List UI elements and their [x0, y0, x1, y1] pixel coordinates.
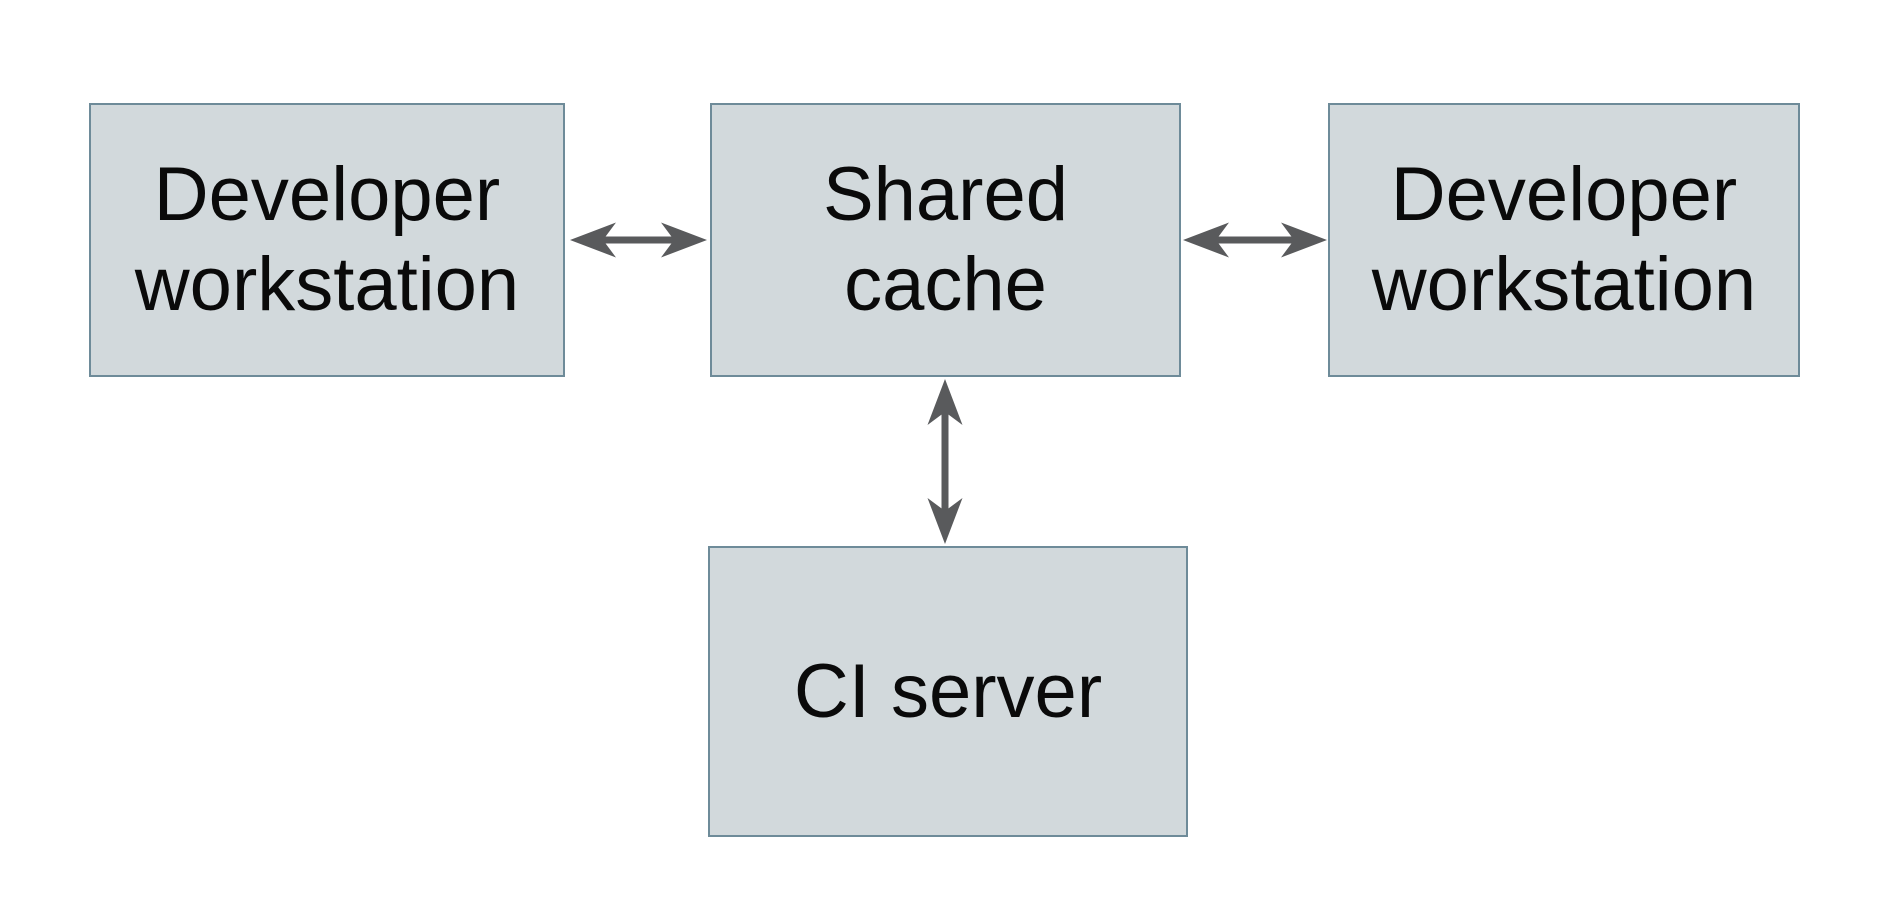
node-ci-server: CI server [708, 546, 1188, 837]
node-label-line: Developer [1390, 152, 1738, 237]
node-developer-workstation-right: Developer workstation [1328, 103, 1800, 377]
node-label-line: workstation [134, 242, 520, 327]
node-shared-cache: Shared cache [710, 103, 1181, 377]
node-developer-workstation-left: Developer workstation [89, 103, 565, 377]
bidirectional-arrow-cache-ci [927, 379, 963, 544]
bidirectional-arrow-left-cache [570, 222, 707, 258]
node-label-line: cache [844, 242, 1047, 327]
node-label-line: workstation [1371, 242, 1757, 327]
node-label-line: Shared [822, 152, 1069, 237]
node-label-line: Developer [153, 152, 501, 237]
bidirectional-arrow-cache-right [1183, 222, 1327, 258]
node-label-line: CI server [793, 648, 1103, 734]
